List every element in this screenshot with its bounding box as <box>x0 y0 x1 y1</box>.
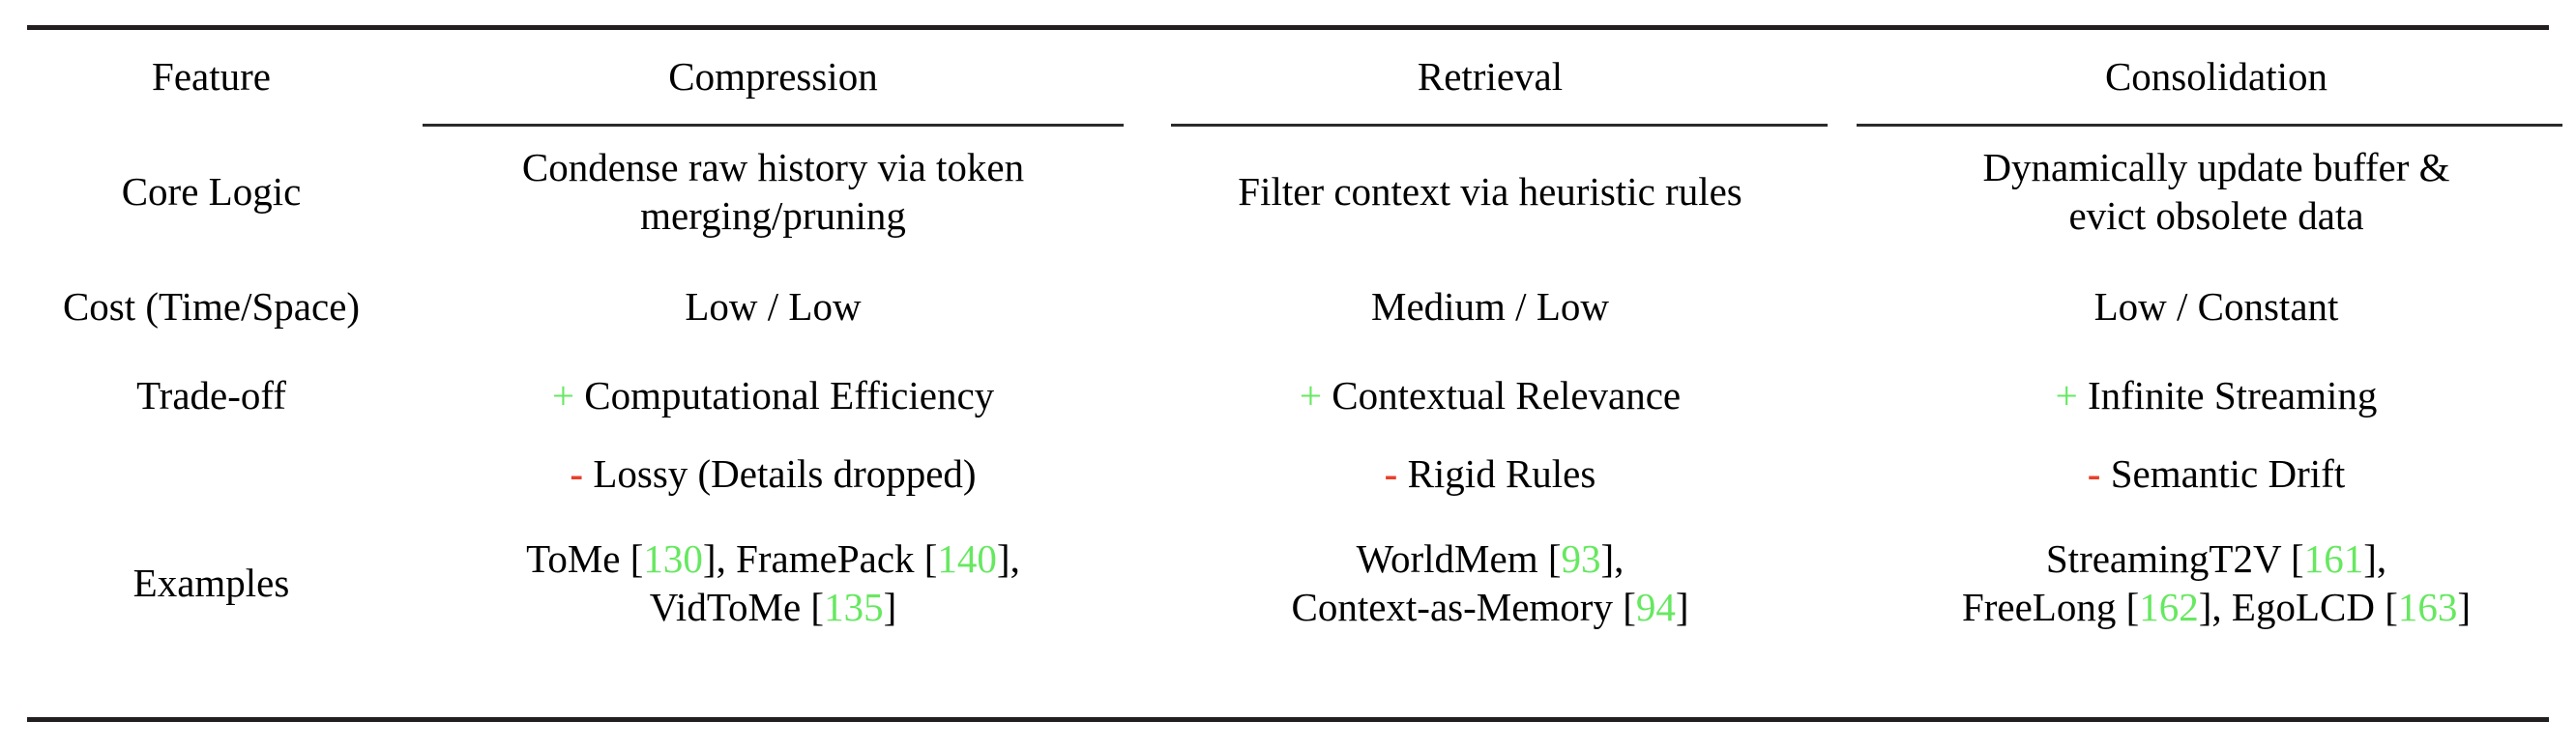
cell-line: StreamingT2V [161], <box>1857 534 2576 583</box>
minus-icon: - <box>570 450 584 496</box>
table-row: Examples ToMe [130], FramePack [140],Vid… <box>0 510 2576 655</box>
column-header-compression: Compression <box>668 54 878 100</box>
cell-text: Context-as-Memory [ <box>1291 585 1636 629</box>
cell-text: ], <box>1600 535 1625 581</box>
cmidrule-retrieval <box>1171 124 1828 127</box>
table-row: Core Logic Condense raw history via toke… <box>0 124 2576 259</box>
table-top-rule <box>27 25 2549 30</box>
plus-icon: + <box>551 372 574 418</box>
cell-examples-consolidation: StreamingT2V [161],FreeLong [162], EgoLC… <box>1857 510 2576 655</box>
cell-examples-compression: ToMe [130], FramePack [140],VidToMe [135… <box>423 510 1124 655</box>
cell-text: StreamingT2V [ <box>2045 535 2304 581</box>
cell-text: FreeLong [ <box>1961 585 2140 629</box>
cell-core-logic-compression: Condense raw history via token merging/p… <box>423 124 1124 259</box>
row-label-spacer <box>0 437 423 510</box>
tradeoff-con-text: Rigid Rules <box>1407 450 1596 496</box>
cell-text: ] <box>2457 585 2472 629</box>
cell-text: ], FramePack [ <box>702 535 938 581</box>
column-header-consolidation: Consolidation <box>2104 54 2328 100</box>
cell-text: WorldMem [ <box>1356 535 1562 581</box>
minus-icon: - <box>1384 450 1398 496</box>
cell-cost-retrieval: Medium / Low <box>1371 283 1609 329</box>
cell-line: Filter context via heuristic rules <box>1238 168 1742 214</box>
plus-icon: + <box>2055 372 2078 418</box>
table-bottom-rule <box>27 717 2549 722</box>
cmidrule-consolidation <box>1857 124 2562 127</box>
tradeoff-pro-text: Computational Efficiency <box>584 372 995 418</box>
cell-line: Dynamically update buffer & <box>1982 144 2450 189</box>
cmidrule-compression <box>423 124 1124 127</box>
cell-tradeoff-con-consolidation: - Semantic Drift <box>1857 437 2576 510</box>
row-label-examples: Examples <box>132 560 290 605</box>
column-header-feature: Feature <box>152 54 271 100</box>
table-row: Trade-off + Computational Efficiency + C… <box>0 354 2576 437</box>
cell-line: evict obsolete data <box>2068 193 2364 238</box>
cell-core-logic-retrieval: Filter context via heuristic rules <box>1124 124 1857 259</box>
comparison-table: Feature Compression Retrieval Consolidat… <box>0 30 2576 655</box>
citation-number[interactable]: 161 <box>2303 535 2364 581</box>
citation-number[interactable]: 94 <box>1635 585 1676 629</box>
tradeoff-pro-text: Contextual Relevance <box>1332 372 1682 418</box>
citation-number[interactable]: 130 <box>643 535 703 581</box>
cell-cost-compression: Low / Low <box>685 283 862 329</box>
citation-number[interactable]: 93 <box>1561 535 1601 581</box>
cell-line: merging/pruning <box>640 193 906 238</box>
row-label-core-logic: Core Logic <box>121 168 302 214</box>
cell-tradeoff-pro-retrieval: + Contextual Relevance <box>1124 354 1857 437</box>
cell-text: ], <box>996 535 1020 581</box>
row-label-trade-off: Trade-off <box>136 372 286 418</box>
cell-tradeoff-con-compression: - Lossy (Details dropped) <box>423 437 1124 510</box>
cell-tradeoff-pro-consolidation: + Infinite Streaming <box>1857 354 2576 437</box>
table-row: - Lossy (Details dropped) - Rigid Rules … <box>0 437 2576 510</box>
tradeoff-pro-text: Infinite Streaming <box>2087 372 2378 418</box>
cell-text: ] <box>883 585 897 629</box>
cell-tradeoff-con-retrieval: - Rigid Rules <box>1124 437 1857 510</box>
column-header-retrieval: Retrieval <box>1417 54 1564 100</box>
citation-number[interactable]: 163 <box>2397 585 2458 629</box>
citation-number[interactable]: 135 <box>824 585 884 629</box>
cell-core-logic-consolidation: Dynamically update buffer & evict obsole… <box>1857 124 2576 259</box>
cell-line: Context-as-Memory [94] <box>1124 583 1857 631</box>
cell-line: VidToMe [135] <box>423 583 1124 631</box>
citation-number[interactable]: 162 <box>2139 585 2199 629</box>
tradeoff-con-text: Lossy (Details dropped) <box>593 450 977 496</box>
citation-number[interactable]: 140 <box>937 535 997 581</box>
cell-line: WorldMem [93], <box>1124 534 1857 583</box>
cell-text: ToMe [ <box>526 535 644 581</box>
cell-text: ], <box>2363 535 2387 581</box>
cell-examples-retrieval: WorldMem [93],Context-as-Memory [94] <box>1124 510 1857 655</box>
minus-icon: - <box>2087 450 2101 496</box>
cell-text: ], EgoLCD [ <box>2198 585 2398 629</box>
cell-line: Condense raw history via token <box>521 144 1025 189</box>
cell-cost-consolidation: Low / Constant <box>2093 283 2339 329</box>
plus-icon: + <box>1299 372 1322 418</box>
header-cmidrules <box>0 124 2576 128</box>
cell-line: ToMe [130], FramePack [140], <box>423 534 1124 583</box>
cell-line: FreeLong [162], EgoLCD [163] <box>1857 583 2576 631</box>
cell-tradeoff-pro-compression: + Computational Efficiency <box>423 354 1124 437</box>
tradeoff-con-text: Semantic Drift <box>2110 450 2346 496</box>
row-label-cost: Cost (Time/Space) <box>62 283 361 329</box>
cell-text: ] <box>1675 585 1689 629</box>
table-row: Cost (Time/Space) Low / Low Medium / Low… <box>0 259 2576 354</box>
table-header-row: Feature Compression Retrieval Consolidat… <box>0 30 2576 124</box>
cell-text: VidToMe [ <box>649 585 825 629</box>
